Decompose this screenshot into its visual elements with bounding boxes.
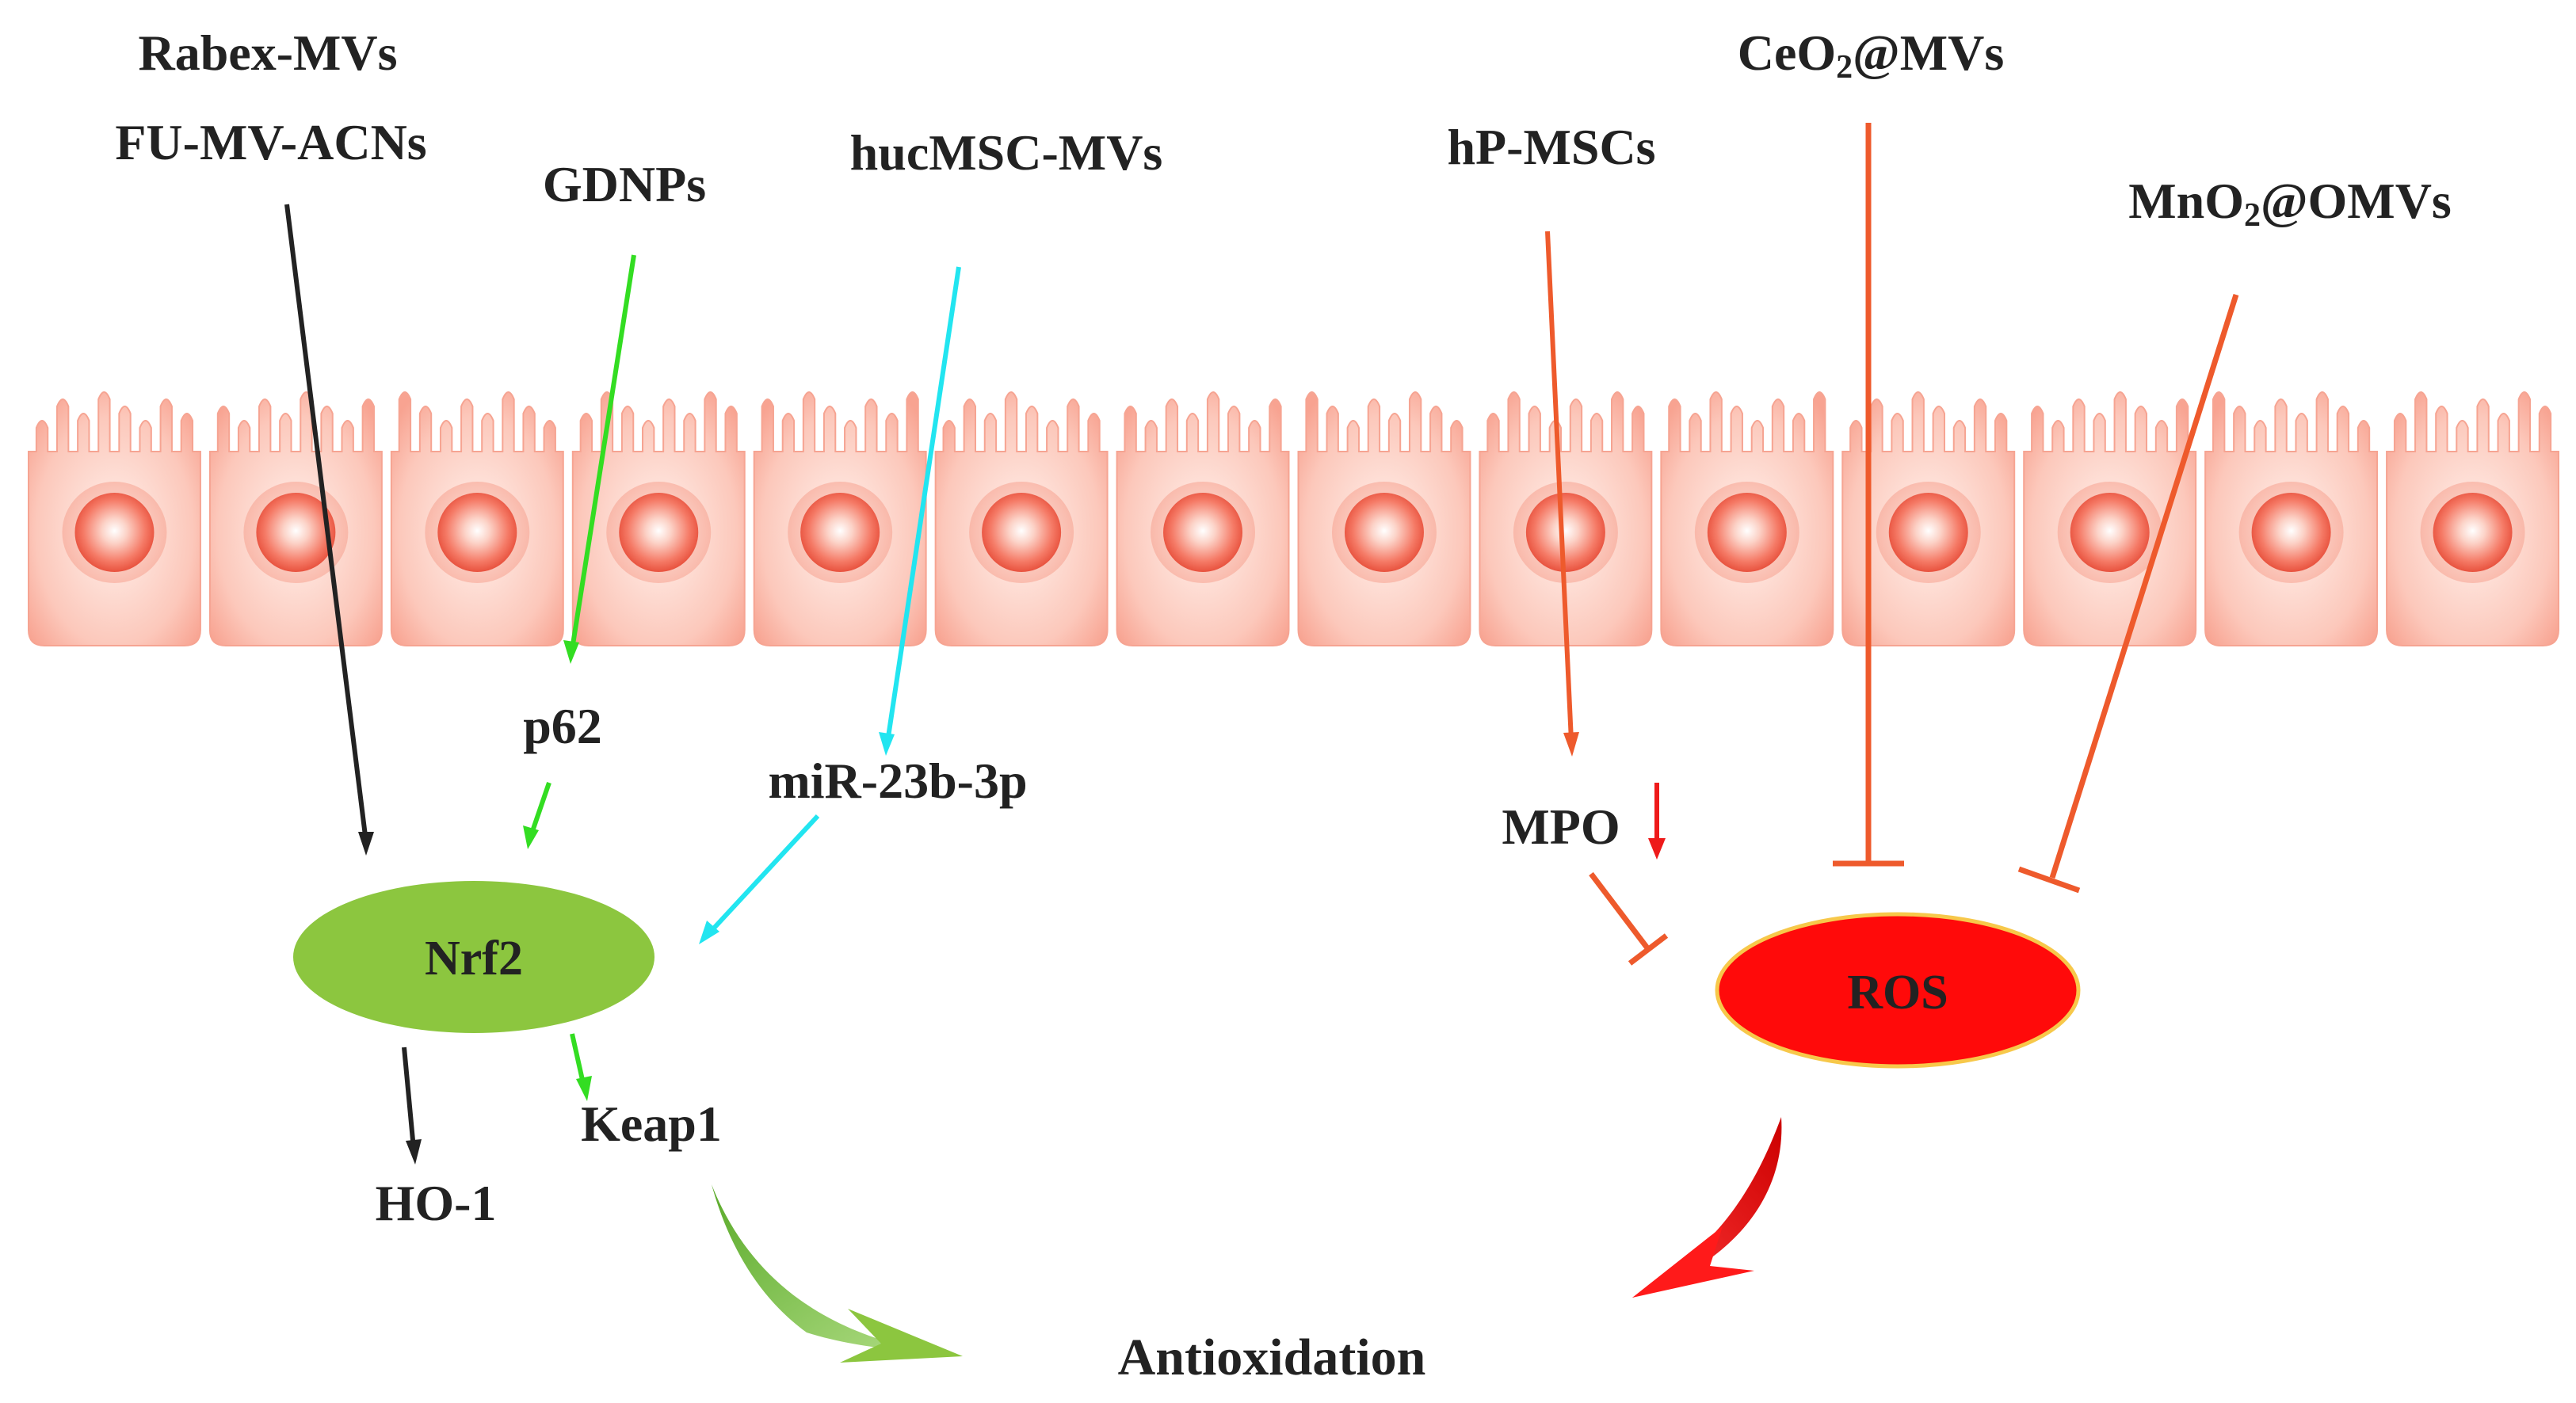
epithelial-cell <box>753 391 927 646</box>
epithelial-cell <box>2386 391 2559 646</box>
cell-nucleus <box>2070 493 2150 572</box>
cell-nucleus <box>1163 493 1243 572</box>
epithelial-cell <box>208 391 383 646</box>
keap1-label: Keap1 <box>581 1096 722 1152</box>
epithelial-cell <box>1479 391 1653 646</box>
mir-23b-3p-label: miR-23b-3p <box>768 753 1027 809</box>
epithelial-cell <box>2204 391 2379 646</box>
cell-nucleus <box>1344 493 1424 572</box>
arrow-mir-to-nrf2 <box>699 814 820 944</box>
hucmsc-mvs-label: hucMSC-MVs <box>850 124 1163 181</box>
epithelial-cell <box>1841 391 2016 646</box>
cell-nucleus <box>2251 493 2331 572</box>
cell-nucleus <box>982 493 1062 572</box>
antioxidation-green-arrow-icon <box>712 1184 963 1363</box>
epithelial-cell <box>1660 391 1834 646</box>
epithelial-cell <box>28 391 201 646</box>
arrow-fu-mv-to-nrf2 <box>284 204 374 856</box>
epithelial-cell <box>571 391 746 646</box>
cell-nucleus <box>1888 493 1968 572</box>
pathway-arrows <box>284 123 2239 1165</box>
arrow-nrf2-to-ho1 <box>402 1047 422 1165</box>
cell-nucleus <box>74 493 155 572</box>
labels: Rabex-MVs FU-MV-ACNs GDNPs hucMSC-MVs hP… <box>115 25 2452 1386</box>
gdnps-label: GDNPs <box>543 156 706 212</box>
hp-mscs-label: hP-MSCs <box>1447 119 1655 175</box>
epithelial-cell <box>1116 391 1290 646</box>
cell-nucleus <box>256 493 336 572</box>
arrow-gdnps-to-p62 <box>563 254 636 664</box>
inhibit-mpo-to-ros <box>1589 871 1669 966</box>
epithelial-cell <box>390 391 564 646</box>
cell-nucleus <box>1525 493 1605 572</box>
mpo-label: MPO <box>1502 799 1620 855</box>
cell-nucleus <box>800 493 880 572</box>
ros-label: ROS <box>1847 966 1948 1020</box>
epithelial-cell <box>1297 391 1471 646</box>
decrease-arrow-icon <box>1648 783 1666 860</box>
ceo2-mvs-label: CeO2@MVs <box>1738 25 2004 86</box>
nrf2-label: Nrf2 <box>425 932 523 986</box>
epithelial-cell-layer <box>28 391 2559 646</box>
ros-node: ROS <box>1715 912 2081 1069</box>
arrow-hucmsc-to-mir <box>879 266 961 756</box>
cell-nucleus <box>619 493 699 572</box>
inhibit-ceo2-to-ros <box>1833 123 1904 867</box>
antioxidation-label: Antioxidation <box>1118 1329 1426 1386</box>
mno2-omvs-label: MnO2@OMVs <box>2128 173 2452 234</box>
fu-mv-acns-label: FU-MV-ACNs <box>115 114 426 170</box>
cell-nucleus <box>437 493 517 572</box>
antioxidation-red-arrow-icon <box>1632 1117 1782 1298</box>
cell-nucleus <box>1707 493 1787 572</box>
ho1-label: HO-1 <box>376 1175 497 1231</box>
inhibit-mno2-to-ros <box>2017 293 2239 894</box>
nrf2-node: Nrf2 <box>293 881 654 1033</box>
arrow-nrf2-to-keap1 <box>570 1033 592 1101</box>
arrow-p62-to-nrf2 <box>523 782 551 849</box>
p62-label: p62 <box>523 698 602 754</box>
arrow-hpmscs-to-mpo <box>1545 231 1579 757</box>
rabex-mvs-label: Rabex-MVs <box>138 25 397 81</box>
epithelial-cell <box>934 391 1109 646</box>
cell-nucleus <box>2433 493 2513 572</box>
epithelial-cell <box>2023 391 2197 646</box>
